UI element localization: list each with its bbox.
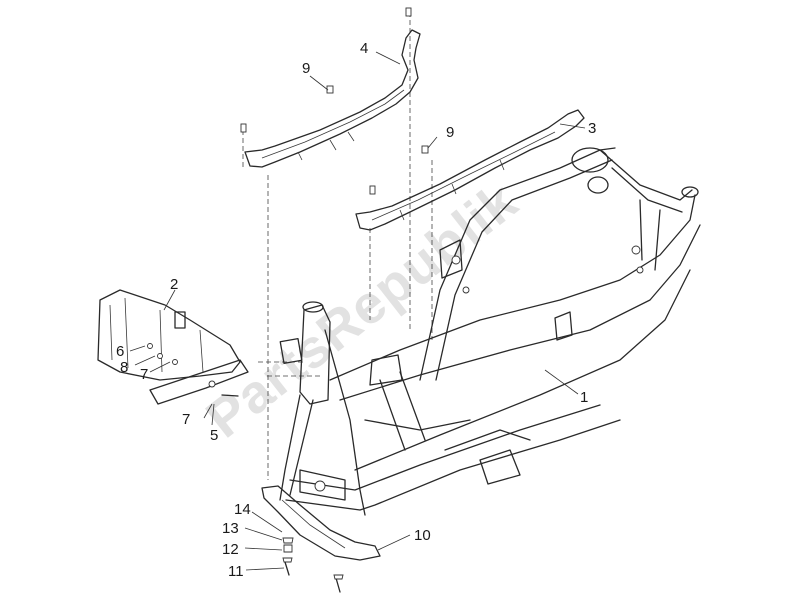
callout-4: 4 <box>360 40 368 57</box>
callout-7-upper: 7 <box>140 366 148 383</box>
callout-8: 8 <box>120 359 128 376</box>
part-3-lower-bracket <box>355 109 585 231</box>
watermark: PartsRepublik <box>195 171 528 450</box>
watermark-text: PartsRepublik <box>195 171 528 450</box>
part-10-lower-plate <box>261 485 381 593</box>
callout-1: 1 <box>580 389 588 406</box>
leader-lines <box>129 51 586 571</box>
callout-2: 2 <box>170 276 178 293</box>
callout-6: 6 <box>116 343 124 360</box>
part-4-upper-bracket <box>240 7 421 168</box>
part-2-front-subframe <box>97 289 249 405</box>
callout-7-lower: 7 <box>182 411 190 428</box>
callout-9-lower: 9 <box>446 124 454 141</box>
callout-12: 12 <box>222 541 239 558</box>
callout-10: 10 <box>414 527 431 544</box>
callout-3: 3 <box>588 120 596 137</box>
callout-5: 5 <box>210 427 218 444</box>
callout-9-upper: 9 <box>302 60 310 77</box>
callout-11: 11 <box>228 563 244 580</box>
callout-labels: 4 9 9 3 1 2 6 8 7 7 5 14 13 12 11 10 <box>116 40 596 580</box>
callout-14: 14 <box>234 501 251 518</box>
assembly-dashed-lines <box>242 12 433 480</box>
callout-13: 13 <box>222 520 239 537</box>
part-1-main-frame <box>279 147 701 516</box>
